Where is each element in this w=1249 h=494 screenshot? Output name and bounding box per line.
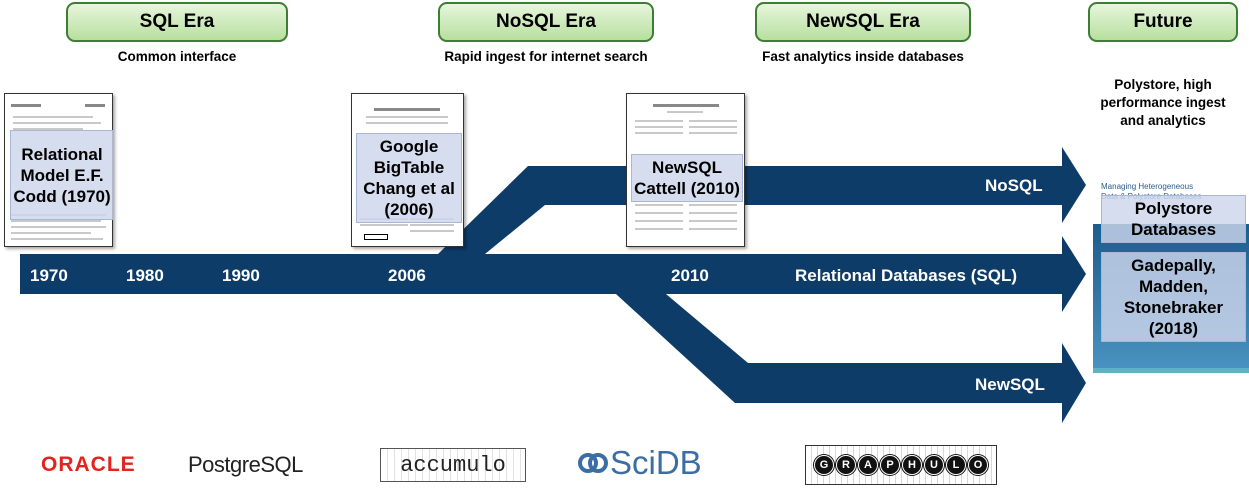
newsql-arrow-label: NewSQL: [975, 375, 1045, 394]
graphulo-letter: R: [836, 455, 856, 475]
newsql-branch: [616, 294, 1086, 423]
era-box-nosql: NoSQL Era: [438, 2, 654, 42]
year-label-2006: 2006: [388, 266, 426, 285]
paper-label-cattell: NewSQL Cattell (2010): [631, 154, 743, 202]
era-subtitle-sql: Common interface: [117, 49, 237, 64]
graphulo-letter: L: [946, 455, 966, 475]
scidb-logo: SciDB: [578, 444, 702, 482]
postgresql-logo: PostgreSQL: [188, 452, 303, 477]
accumulo-logo-text: accumulo: [400, 452, 506, 478]
graphulo-letter: U: [924, 455, 944, 475]
year-label-1970: 1970: [30, 266, 68, 285]
graphulo-letter: O: [968, 455, 988, 475]
nosql-branch: [438, 147, 1086, 254]
graphulo-letter: A: [858, 455, 878, 475]
book-cover-title: Managing Heterogeneous: [1101, 182, 1194, 191]
oracle-logo: ORACLE: [41, 453, 136, 476]
year-label-1990: 1990: [222, 266, 260, 285]
book-label-title: Polystore Databases: [1101, 195, 1246, 243]
relational-arrow-label: Relational Databases (SQL): [795, 266, 1018, 285]
nosql-arrow-label: NoSQL: [985, 176, 1043, 195]
era-box-sql: SQL Era: [66, 2, 288, 42]
era-subtitle-newsql: Fast analytics inside databases: [762, 49, 964, 64]
scidb-logo-icon: [578, 453, 608, 473]
era-subtitle-nosql: Rapid ingest for internet search: [444, 49, 648, 64]
book-label-authors: Gadepally, Madden, Stonebraker (2018): [1101, 252, 1246, 342]
era-subtitle-future: Polystore, high performance ingest and a…: [1100, 77, 1226, 128]
scidb-logo-text: SciDB: [610, 444, 702, 481]
era-box-newsql: NewSQL Era: [755, 2, 971, 42]
relational-arrow: [20, 236, 1086, 312]
graphulo-letter: H: [902, 455, 922, 475]
paper-label-bigtable: Google BigTable Chang et al (2006): [356, 133, 462, 223]
graphulo-letter: G: [814, 455, 834, 475]
year-label-1980: 1980: [126, 266, 164, 285]
graphulo-letter: P: [880, 455, 900, 475]
year-label-2010: 2010: [671, 266, 709, 285]
accumulo-logo: accumulo: [380, 448, 526, 482]
graphulo-logo: G R A P H U L O: [805, 445, 997, 485]
paper-label-codd: Relational Model E.F. Codd (1970): [10, 130, 114, 220]
era-box-future: Future: [1088, 2, 1238, 42]
